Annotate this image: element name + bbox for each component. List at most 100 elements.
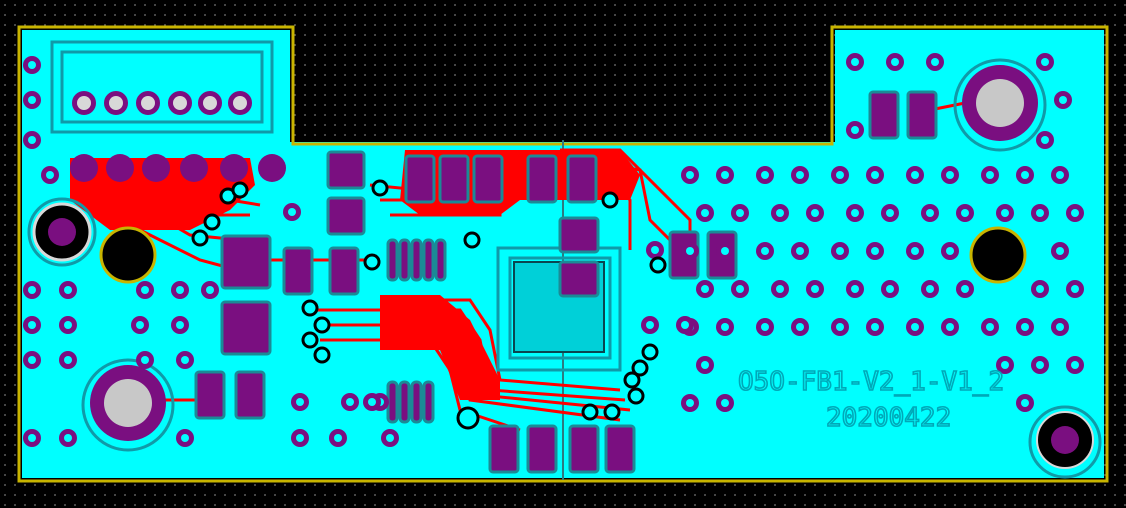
via-hole bbox=[761, 247, 769, 255]
via-hole bbox=[926, 285, 934, 293]
via-hole bbox=[1041, 58, 1049, 66]
silkscreen-outlines bbox=[27, 40, 1102, 479]
via-hole bbox=[176, 321, 184, 329]
via-hole bbox=[296, 398, 304, 406]
via-hole bbox=[1059, 96, 1067, 104]
via-hole bbox=[1071, 285, 1079, 293]
via-hole bbox=[686, 171, 694, 179]
via-hole bbox=[28, 61, 36, 69]
via-hole bbox=[836, 323, 844, 331]
via-hole bbox=[796, 323, 804, 331]
via-hole bbox=[851, 209, 859, 217]
via-hole bbox=[64, 356, 72, 364]
via-hole bbox=[334, 434, 342, 442]
via-hole bbox=[176, 286, 184, 294]
via-hole bbox=[701, 361, 709, 369]
via-hole bbox=[926, 209, 934, 217]
via-hole bbox=[136, 321, 144, 329]
via-hole bbox=[1021, 171, 1029, 179]
via-hole bbox=[761, 171, 769, 179]
via-hole bbox=[181, 356, 189, 364]
via-hole bbox=[986, 171, 994, 179]
via-hole bbox=[28, 286, 36, 294]
via-hole bbox=[28, 356, 36, 364]
via-hole bbox=[686, 247, 694, 255]
board-date-label: 20200422 bbox=[826, 403, 951, 433]
via-hole bbox=[871, 171, 879, 179]
via-hole bbox=[871, 247, 879, 255]
via-hole bbox=[1056, 323, 1064, 331]
via-hole bbox=[64, 286, 72, 294]
via-hole bbox=[46, 171, 54, 179]
via-hole bbox=[851, 58, 859, 66]
via-hole bbox=[891, 58, 899, 66]
via-hole bbox=[296, 434, 304, 442]
via-hole bbox=[701, 285, 709, 293]
via-hole bbox=[346, 398, 354, 406]
via-hole bbox=[141, 356, 149, 364]
via-hole bbox=[961, 209, 969, 217]
via-hole bbox=[181, 434, 189, 442]
via-hole bbox=[836, 171, 844, 179]
via-hole bbox=[1001, 361, 1009, 369]
via-hole bbox=[1056, 171, 1064, 179]
via-hole bbox=[811, 285, 819, 293]
via-hole bbox=[701, 209, 709, 217]
connector-pins bbox=[70, 89, 286, 182]
via-hole bbox=[851, 126, 859, 134]
via-hole bbox=[1021, 323, 1029, 331]
via-hole bbox=[721, 247, 729, 255]
via-hole bbox=[886, 285, 894, 293]
signal-vias bbox=[191, 179, 667, 430]
via-hole bbox=[1071, 361, 1079, 369]
via-hole bbox=[911, 323, 919, 331]
via-hole bbox=[1041, 136, 1049, 144]
via-hole bbox=[946, 171, 954, 179]
via-hole bbox=[946, 323, 954, 331]
via-hole bbox=[1021, 399, 1029, 407]
via-hole bbox=[836, 247, 844, 255]
via-hole bbox=[651, 246, 659, 254]
via-hole bbox=[761, 323, 769, 331]
via-hole bbox=[776, 209, 784, 217]
via-hole bbox=[776, 285, 784, 293]
via-hole bbox=[64, 321, 72, 329]
via-hole bbox=[28, 321, 36, 329]
via-hole bbox=[686, 399, 694, 407]
via-hole bbox=[386, 434, 394, 442]
via-hole bbox=[931, 58, 939, 66]
via-hole bbox=[1036, 361, 1044, 369]
via-hole bbox=[681, 321, 689, 329]
via-hole bbox=[288, 208, 296, 216]
via-hole bbox=[1001, 209, 1009, 217]
via-hole bbox=[721, 399, 729, 407]
via-hole bbox=[646, 321, 654, 329]
via-hole bbox=[721, 323, 729, 331]
board-outline bbox=[17, 25, 1109, 483]
mounting-holes bbox=[32, 65, 1094, 469]
via-hole bbox=[736, 209, 744, 217]
via-hole bbox=[28, 96, 36, 104]
via-hole bbox=[28, 136, 36, 144]
via-hole bbox=[871, 323, 879, 331]
via-hole bbox=[911, 171, 919, 179]
via-hole bbox=[811, 209, 819, 217]
via-hole bbox=[206, 286, 214, 294]
via-hole bbox=[796, 247, 804, 255]
via-hole bbox=[721, 171, 729, 179]
via-hole bbox=[64, 434, 72, 442]
stitching-vias bbox=[23, 53, 1084, 447]
via-hole bbox=[1036, 209, 1044, 217]
via-hole bbox=[1071, 209, 1079, 217]
via-hole bbox=[1056, 247, 1064, 255]
via-hole bbox=[911, 247, 919, 255]
via-hole bbox=[141, 286, 149, 294]
via-hole bbox=[736, 285, 744, 293]
via-hole bbox=[851, 285, 859, 293]
via-hole bbox=[946, 247, 954, 255]
via-hole bbox=[886, 209, 894, 217]
via-hole bbox=[1036, 285, 1044, 293]
via-hole bbox=[986, 323, 994, 331]
board-name-label: O5O-FB1-V2_1-V1_2 bbox=[738, 367, 1004, 397]
